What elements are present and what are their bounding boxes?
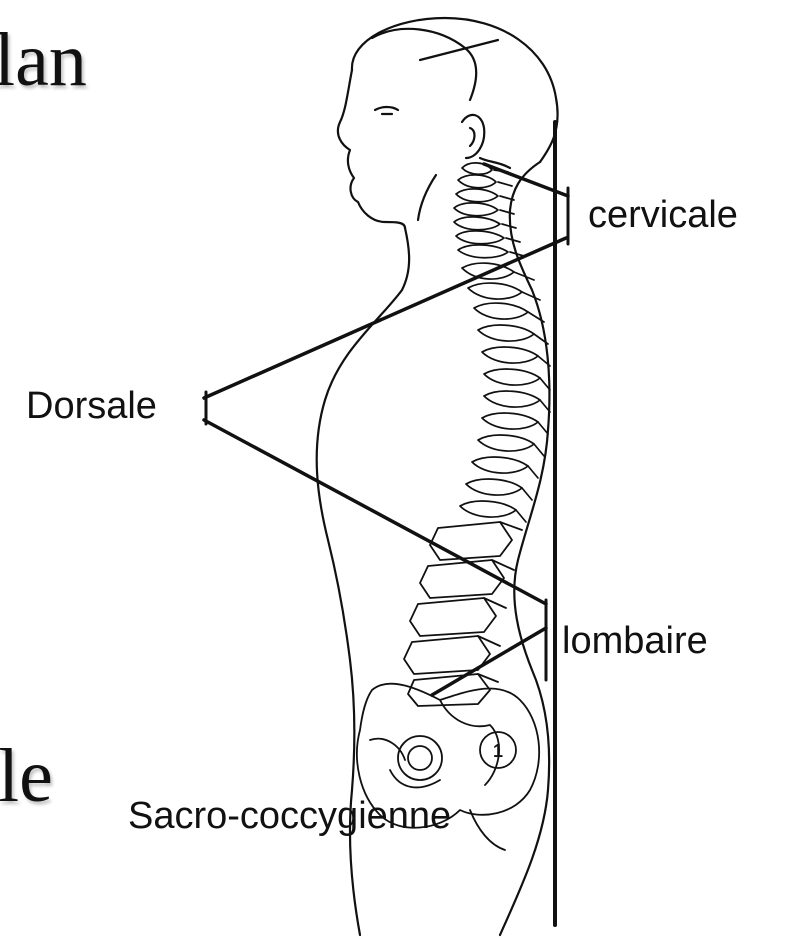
hip-socket-left-inner	[408, 746, 432, 770]
leader-dorsale-lower	[204, 420, 546, 604]
label-cervicale: cervicale	[588, 196, 738, 234]
label-lombaire: lombaire	[562, 622, 708, 660]
sacral-marker-number: 1	[493, 741, 503, 761]
label-dorsale: Dorsale	[26, 387, 157, 425]
label-sacro-coccygienne: Sacro-coccygienne	[128, 797, 451, 835]
